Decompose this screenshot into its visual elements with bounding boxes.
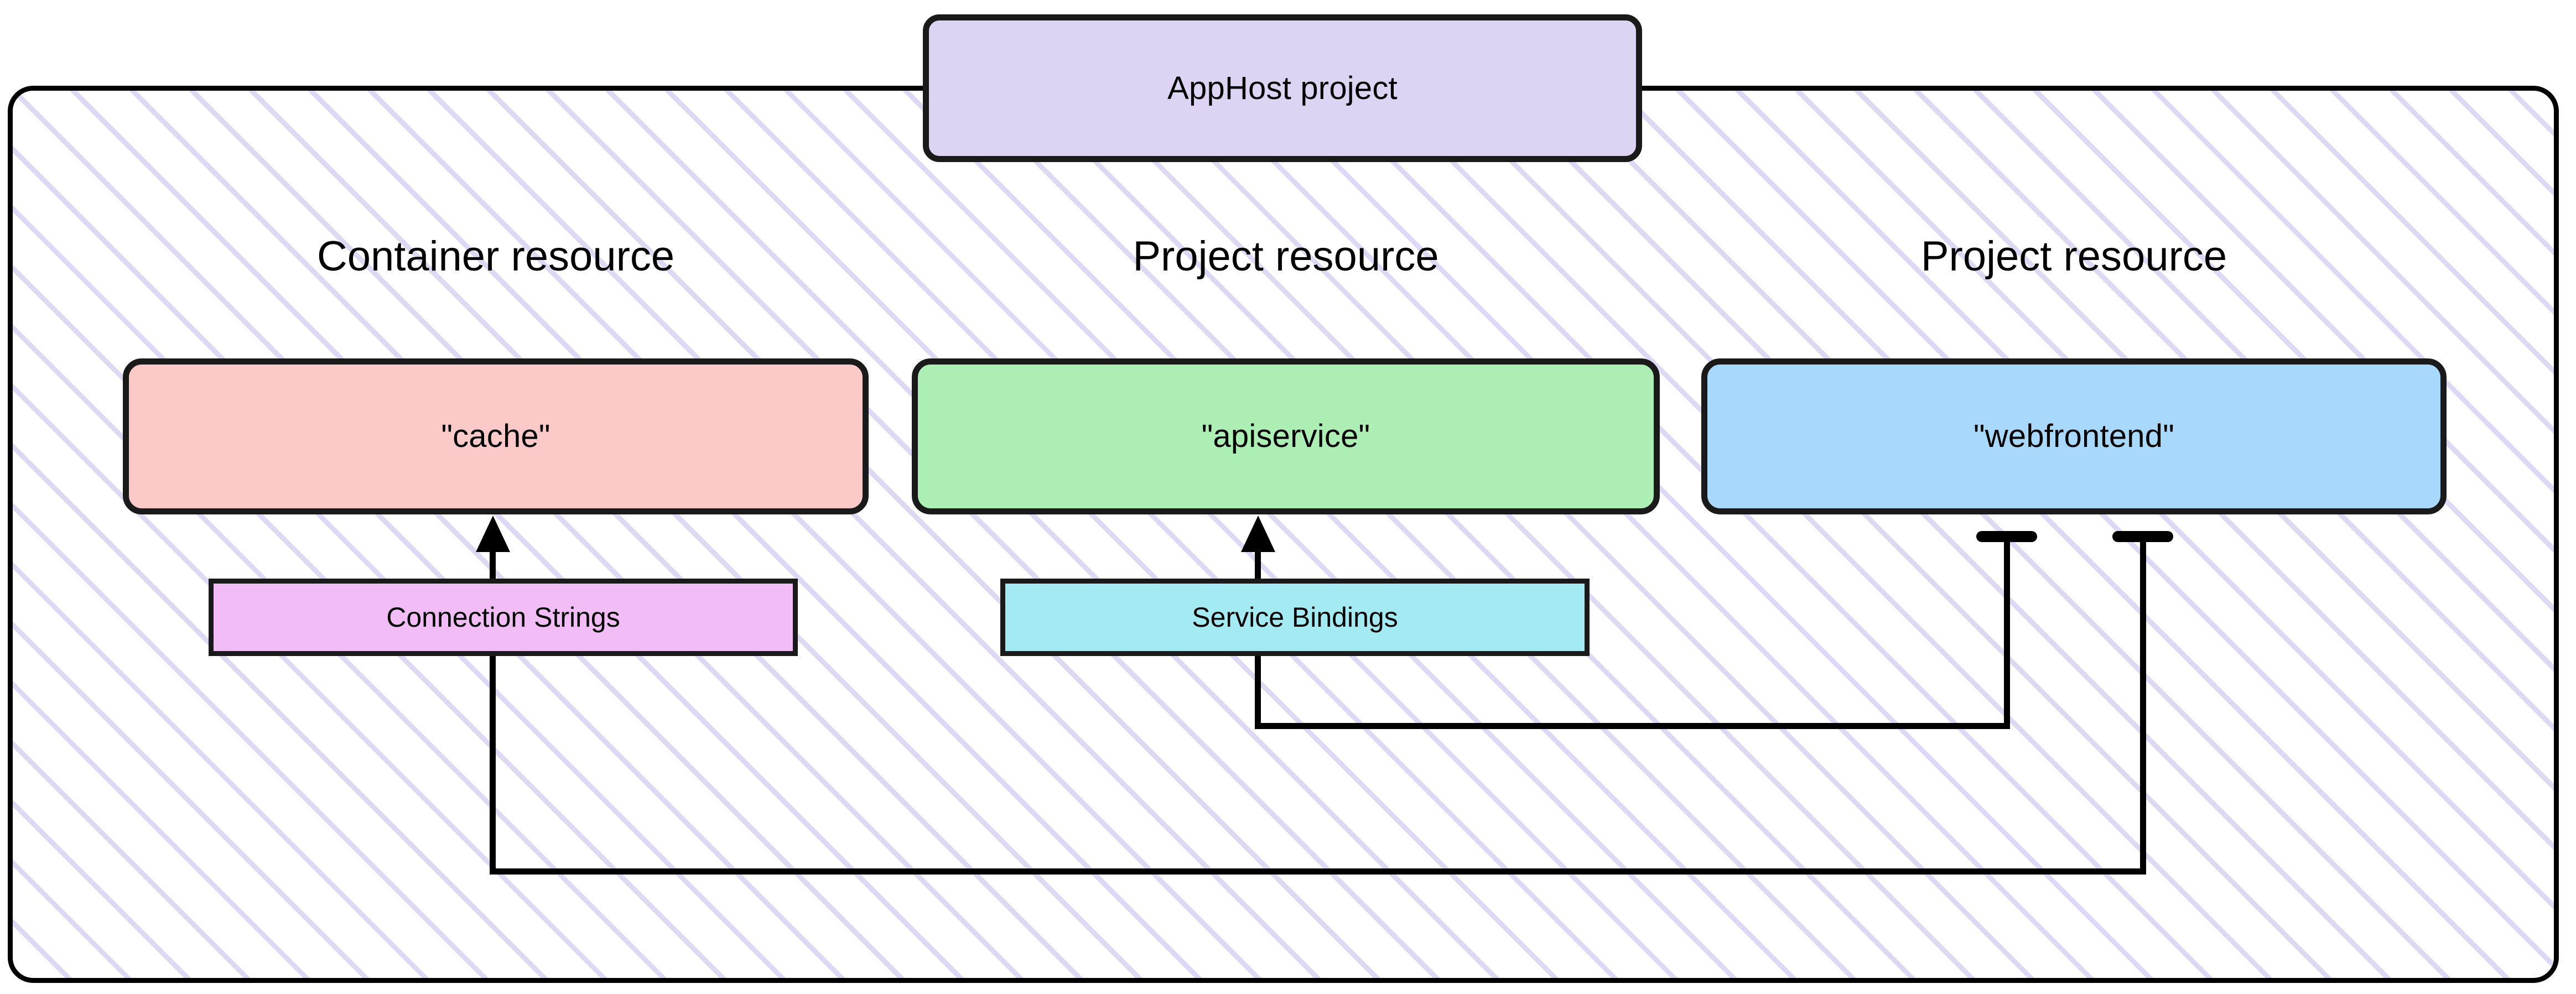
edge-webfrontend-to-apiservice-tee-icon [1976, 531, 2037, 542]
edge-webfrontend-to-cache-segment-down [2140, 535, 2146, 875]
resource-node-webfrontend[interactable]: "webfrontend" [1701, 358, 2447, 514]
edge-label-service-bindings[interactable]: Service Bindings [1000, 579, 1590, 656]
edge-webfrontend-to-cache-tee-icon [2112, 531, 2173, 542]
apphost-project-title-node[interactable]: AppHost project [923, 14, 1642, 162]
edge-webfrontend-to-cache-segment-up [490, 551, 496, 872]
caption-project-resource-apiservice: Project resource [1133, 233, 1439, 280]
edge-webfrontend-to-apiservice-segment-down [2004, 535, 2010, 729]
apphost-container [8, 86, 2559, 983]
edge-webfrontend-to-cache-segment-across [490, 868, 2146, 875]
caption-project-resource-webfrontend: Project resource [1920, 233, 2227, 280]
edge-webfrontend-to-cache-arrowhead [476, 516, 510, 552]
caption-container-resource: Container resource [316, 233, 675, 280]
edge-webfrontend-to-apiservice-segment-across [1255, 723, 2010, 729]
edge-label-connection-strings[interactable]: Connection Strings [209, 579, 798, 656]
resource-node-apiservice[interactable]: "apiservice" [912, 358, 1660, 514]
edge-webfrontend-to-apiservice-arrowhead [1241, 516, 1275, 552]
resource-node-cache[interactable]: "cache" [123, 358, 869, 514]
